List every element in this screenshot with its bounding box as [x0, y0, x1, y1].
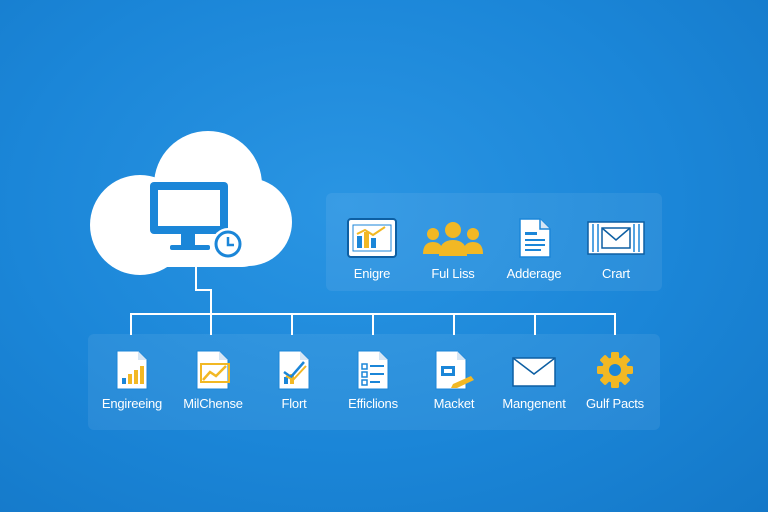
- node-label: Crart: [602, 266, 630, 281]
- node-label: Engireeing: [101, 396, 163, 411]
- tablet-chart-icon: [347, 218, 397, 258]
- node-label: Enigre: [353, 266, 391, 281]
- document-trend-chart-icon: [196, 350, 230, 390]
- node-label: Gulf Pacts: [586, 396, 644, 411]
- top-node-crart[interactable]: Crart: [576, 218, 656, 281]
- cloud-connector: [195, 267, 212, 315]
- node-label: Ful Liss: [431, 266, 475, 281]
- gear-icon: [597, 352, 633, 388]
- bottom-node-milchense[interactable]: MilChense: [175, 350, 251, 411]
- node-label: Flort: [281, 396, 307, 411]
- node-label: Adderage: [506, 266, 562, 281]
- node-label: Macket: [433, 396, 475, 411]
- users-group-icon: [423, 222, 483, 256]
- mail-tray-icon: [587, 221, 645, 255]
- document-checklist-icon: [357, 350, 389, 390]
- node-label: Efficlions: [348, 396, 398, 411]
- document-icon: [519, 218, 551, 258]
- envelope-icon: [512, 357, 556, 387]
- node-label: MilChense: [183, 396, 243, 411]
- top-node-adderage[interactable]: Adderage: [494, 218, 574, 281]
- top-node-enigre[interactable]: Enigre: [332, 218, 412, 281]
- bottom-node-efficlions[interactable]: Efficlions: [335, 350, 411, 411]
- top-node-ful-liss[interactable]: Ful Liss: [413, 218, 493, 281]
- document-edit-icon: [435, 350, 474, 390]
- bottom-node-gulf-pacts[interactable]: Gulf Pacts: [577, 350, 653, 411]
- bottom-node-mangenent[interactable]: Mangenent: [496, 350, 572, 411]
- bottom-node-engireeing[interactable]: Engireeing: [94, 350, 170, 411]
- node-label: Mangenent: [502, 396, 566, 411]
- document-bar-chart-icon: [116, 350, 148, 390]
- document-check-chart-icon: [278, 350, 310, 390]
- computer-clock-icon: [150, 182, 244, 260]
- bottom-node-macket[interactable]: Macket: [416, 350, 492, 411]
- bottom-node-flort[interactable]: Flort: [256, 350, 332, 411]
